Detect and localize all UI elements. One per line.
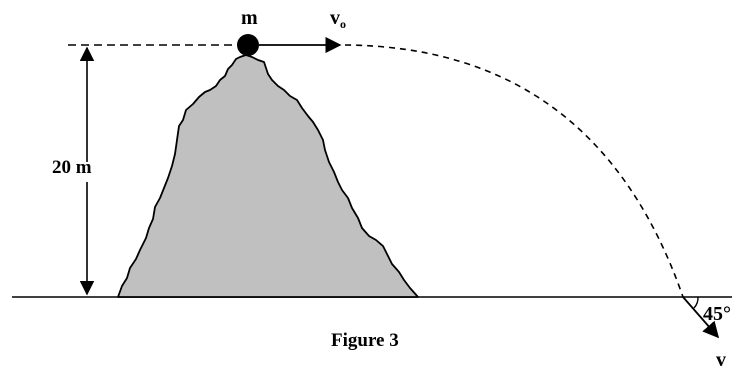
initial-velocity-subscript: o xyxy=(340,17,346,31)
mass-ball xyxy=(237,34,259,56)
figure-caption: Figure 3 xyxy=(331,330,399,351)
angle-arc xyxy=(693,296,699,309)
hill xyxy=(117,54,419,298)
initial-velocity-label: vo xyxy=(330,7,346,31)
trajectory-path xyxy=(344,44,684,298)
angle-label: 45° xyxy=(703,303,731,325)
height-label: 20 m xyxy=(52,157,92,178)
final-velocity-label: v xyxy=(716,349,726,367)
mass-label: m xyxy=(241,7,258,29)
final-velocity-arrow xyxy=(682,296,720,339)
initial-velocity-symbol: v xyxy=(330,7,340,29)
